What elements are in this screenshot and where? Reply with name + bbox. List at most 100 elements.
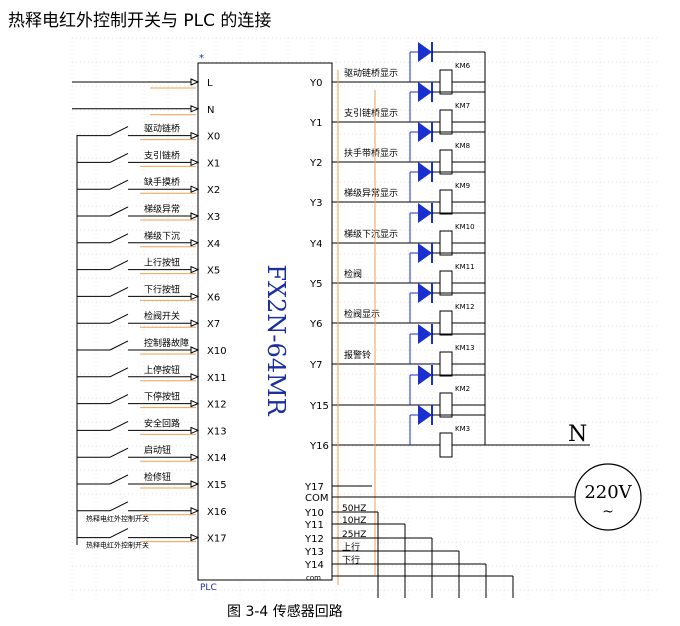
relay-coil-KM8 xyxy=(439,149,453,175)
input-label-X5: 上行按钮 xyxy=(144,257,180,269)
input-label-X13: 安全回路 xyxy=(144,417,180,429)
input-arrow-X2 xyxy=(190,185,200,193)
input-pin-X12: X12 xyxy=(207,400,227,411)
switch-X0 xyxy=(109,126,129,137)
bottom-label-Y13: 上行 xyxy=(342,541,360,553)
output-label-Y0: 驱动链桥显示 xyxy=(344,67,398,79)
input-arrow-X5 xyxy=(190,265,200,274)
input-pin-X11: X11 xyxy=(207,373,227,384)
input-label-X14: 启动钮 xyxy=(144,444,171,456)
input-arrow-X17 xyxy=(190,533,200,542)
diode-Y16 xyxy=(418,405,432,425)
bottom-label-Y10: 50HZ xyxy=(342,504,366,514)
output-label-Y6: 检阀显示 xyxy=(344,308,380,320)
bottom-pin-COM: COM xyxy=(305,493,328,504)
switch-X4 xyxy=(109,233,129,244)
output-pin-Y4: Y4 xyxy=(309,239,322,250)
diode-Y3 xyxy=(418,162,432,182)
output-pin-Y6: Y6 xyxy=(309,319,322,330)
switch-X3 xyxy=(109,206,129,217)
input-label-X0: 驱动链桥 xyxy=(144,123,180,135)
input-label-X6: 下行按钮 xyxy=(144,283,180,295)
output-label-Y2: 扶手带桥显示 xyxy=(344,147,398,159)
input-pin-X14: X14 xyxy=(207,453,227,464)
relay-coil-KM6 xyxy=(439,69,453,95)
switch-X5 xyxy=(109,260,129,271)
relay-label-KM6: KM6 xyxy=(455,62,471,70)
bottom-pin-Y11: Y11 xyxy=(304,520,324,531)
diode-Y6 xyxy=(418,283,432,303)
plc-label: PLC xyxy=(200,583,217,593)
switch-X6 xyxy=(109,286,129,297)
plc-model-label: FX2N-64MR xyxy=(262,264,290,416)
relay-label-KM13: KM13 xyxy=(455,344,475,352)
output-pin-Y2: Y2 xyxy=(309,158,322,169)
bottom-pin-Y13: Y13 xyxy=(304,547,324,558)
input-arrow-X12 xyxy=(190,399,200,408)
switch-X13 xyxy=(109,420,129,431)
relay-label-KM9: KM9 xyxy=(455,182,470,190)
input-pin-X1: X1 xyxy=(207,158,220,169)
relay-label-KM7: KM7 xyxy=(455,102,470,110)
relay-coil-KM10 xyxy=(439,230,453,256)
input-label-X2: 缺手摸桥 xyxy=(144,176,180,188)
ac-source-voltage: 220V xyxy=(584,482,632,503)
input-pin-N: N xyxy=(207,105,214,116)
output-pin-Y3: Y3 xyxy=(309,198,322,209)
input-pin-X2: X2 xyxy=(207,185,220,196)
relay-label-KM12: KM12 xyxy=(455,303,475,311)
input-pin-X3: X3 xyxy=(207,212,220,223)
output-pin-Y5: Y5 xyxy=(309,279,322,290)
input-arrow-X11 xyxy=(190,373,200,381)
neutral-label: N xyxy=(568,422,587,447)
switch-X17 xyxy=(109,528,129,539)
bottom-pin-Y17: Y17 xyxy=(304,482,324,493)
plc-marker: * xyxy=(199,53,204,64)
switch-X2 xyxy=(109,179,129,190)
input-label-X15: 检修钮 xyxy=(144,471,171,483)
input-arrow-X7 xyxy=(190,319,200,327)
relay-label-KM2: KM2 xyxy=(455,385,470,393)
diode-Y1 xyxy=(418,82,432,102)
relay-coil-KM7 xyxy=(439,109,453,135)
input-label-X4: 梯级下沉 xyxy=(144,230,180,242)
switch-X7 xyxy=(109,313,129,324)
bottom-label-Y12: 25HZ xyxy=(342,530,366,540)
relay-coil-KM3 xyxy=(439,432,453,458)
page-title: 热释电红外控制开关与 PLC 的连接 xyxy=(8,11,272,31)
input-pin-X4: X4 xyxy=(207,239,220,250)
input-label-X11: 上停按钮 xyxy=(144,364,180,376)
output-label-Y1: 支引链桥显示 xyxy=(344,107,398,119)
output-label-Y7: 报警铃 xyxy=(344,349,371,361)
bottom-label-Y11: 10HZ xyxy=(342,516,366,526)
input-arrow-X6 xyxy=(190,292,200,301)
output-label-Y5: 检阀 xyxy=(344,268,362,280)
input-pin-X16: X16 xyxy=(207,507,227,518)
relay-label-KM3: KM3 xyxy=(455,425,470,433)
switch-X10 xyxy=(109,340,129,351)
input-arrow-X3 xyxy=(190,212,200,220)
input-pin-X5: X5 xyxy=(207,266,220,277)
input-label-X7: 检阀开关 xyxy=(144,310,180,322)
input-arrow-N xyxy=(190,105,200,113)
switch-X16 xyxy=(109,501,129,512)
ac-source-circle xyxy=(574,463,642,531)
diode-Y5 xyxy=(418,243,432,263)
input-pin-X0: X0 xyxy=(207,132,220,143)
relay-coil-KM12 xyxy=(439,310,453,336)
output-label-Y3: 梯级异常显示 xyxy=(344,187,398,199)
relay-coil-KM11 xyxy=(439,270,453,296)
relay-coil-KM9 xyxy=(439,189,453,215)
diode-Y0 xyxy=(418,42,432,62)
input-pin-X7: X7 xyxy=(207,319,220,330)
output-pin-Y15: Y15 xyxy=(309,401,329,412)
output-label-Y4: 梯级下沉显示 xyxy=(344,228,398,240)
relay-coil-KM2 xyxy=(439,392,453,418)
output-pin-Y0: Y0 xyxy=(309,78,322,89)
relay-label-KM8: KM8 xyxy=(455,142,470,150)
bottom-pin-Y10: Y10 xyxy=(304,508,324,519)
diode-Y15 xyxy=(418,365,432,385)
ac-source-symbol: ~ xyxy=(602,504,614,520)
output-pin-Y7: Y7 xyxy=(309,360,322,371)
